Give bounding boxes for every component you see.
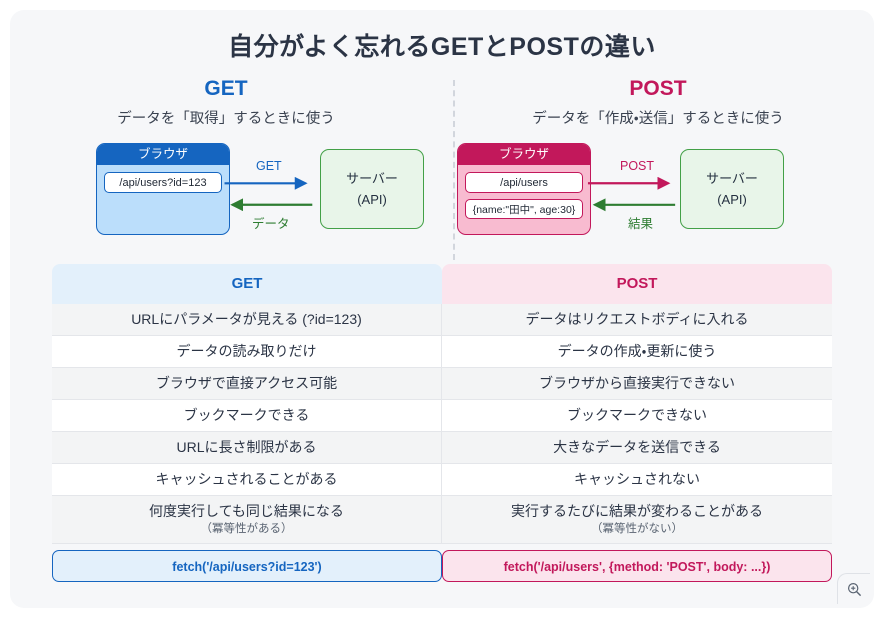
table-body: URLにパラメータが見える (?id=123)データはリクエストボディに入れるデ… [52,304,832,544]
get-server-box: サーバー (API) [320,149,424,229]
get-code-example: fetch('/api/users?id=123') [52,550,442,582]
get-url-field: /api/users?id=123 [104,172,222,193]
post-server-box: サーバー (API) [680,149,784,229]
table-cell-get: URLに長さ制限がある [52,432,442,463]
comparison-table: GET POST URLにパラメータが見える (?id=123) データはリクエス… [52,264,832,582]
cell-text: URLに長さ制限がある [176,439,317,455]
column-divider [453,80,455,260]
table-cell-post: ブックマークできない [442,400,832,431]
post-request-body-field: {name:"田中", age:30} [465,199,583,219]
diagram-panel: 自分がよく忘れるGETとPOSTの違い GET データを「取得」するときに使う … [10,10,874,608]
table-cell-post: データの作成・更新に使う [442,336,832,367]
table-cell-post: 実行するたびに結果が変わることがある （冪等性がない） [442,496,832,543]
cell-text: 実行するたびに結果が変わることがある [511,503,763,519]
page-title: 自分がよく忘れるGETとPOSTの違い [228,33,656,61]
post-request-label: POST [620,159,655,173]
cell-text: キャッシュされない [574,471,700,487]
cell-text: ブラウザから直接実行できない [539,375,735,391]
cell-text: キャッシュされることがある [155,471,338,487]
post-heading: POST [629,77,687,100]
cell-text: ブックマークできる [183,407,310,423]
table-header-get: GET [52,264,442,304]
zoom-in-button[interactable] [837,573,870,604]
cell-text: ブラウザで直接アクセス可能 [155,375,338,391]
table-cell-get: ブックマークできる [52,400,442,431]
get-arrows [224,176,313,212]
post-arrows [587,176,676,212]
post-code-example: fetch('/api/users', {method: 'POST', bod… [442,550,832,582]
post-response-label: 結果 [628,217,654,231]
cell-text: 何度実行しても同じ結果になる [149,503,344,519]
cell-subtext: （冪等性がある） [200,523,293,535]
table-cell-post: 大きなデータを送信できる [442,432,832,463]
post-flow-diagram: ブラウザ /api/users {name:"田中", age:30} サーバー… [442,143,874,247]
table-row: ブラウザで直接アクセス可能 ブラウザから直接実行できない [52,368,832,400]
get-browser-body: /api/users?id=123 [97,165,229,193]
cell-text: データはリクエストボディに入れる [525,311,749,327]
table-cell-post: キャッシュされない [442,464,832,495]
table-cell-get: URLにパラメータが見える (?id=123) [52,304,442,335]
post-browser-box: ブラウザ /api/users {name:"田中", age:30} [457,143,591,235]
post-url-field: /api/users [465,172,583,193]
table-cell-get: キャッシュされることがある [52,464,442,495]
cell-text: データの読み取りだけ [176,343,317,359]
get-subtitle: データを「取得」するときに使う [117,111,335,127]
get-browser-titlebar: ブラウザ [97,144,229,165]
table-row: URLにパラメータが見える (?id=123) データはリクエストボディに入れる [52,304,832,336]
table-cell-get: データの読み取りだけ [52,336,442,367]
table-footer-row: fetch('/api/users?id=123') fetch('/api/u… [52,550,832,582]
cell-text: ブックマークできない [567,407,707,423]
table-header-row: GET POST [52,264,832,304]
magnifier-plus-icon [847,582,861,596]
get-server-sublabel: (API) [357,192,387,207]
cell-text: データの作成・更新に使う [557,343,717,359]
post-server-sublabel: (API) [717,192,747,207]
table-row: URLに長さ制限がある 大きなデータを送信できる [52,432,832,464]
get-browser-box: ブラウザ /api/users?id=123 [96,143,230,235]
table-cell-post: データはリクエストボディに入れる [442,304,832,335]
post-subtitle: データを「作成・送信」するときに使う [532,111,784,127]
post-server-label: サーバー [706,171,758,186]
get-request-label: GET [256,159,282,173]
get-column: GET データを「取得」するときに使う ブラウザ /api/users?id=1… [10,76,442,256]
table-cell-post: ブラウザから直接実行できない [442,368,832,399]
post-column: POST データを「作成・送信」するときに使う ブラウザ /api/users … [442,76,874,256]
table-cell-get: 何度実行しても同じ結果になる （冪等性がある） [52,496,442,543]
post-browser-body: /api/users {name:"田中", age:30} [458,165,590,219]
get-response-label: データ [252,217,290,231]
get-flow-diagram: ブラウザ /api/users?id=123 サーバー (API) [10,143,442,247]
get-server-label: サーバー [346,171,398,186]
table-cell-get: ブラウザで直接アクセス可能 [52,368,442,399]
table-header-post: POST [442,264,832,304]
cell-subtext: （冪等性がない） [591,523,683,535]
post-browser-titlebar: ブラウザ [458,144,590,165]
comparison-columns: GET データを「取得」するときに使う ブラウザ /api/users?id=1… [10,76,874,260]
get-heading: GET [204,77,248,100]
table-row: 何度実行しても同じ結果になる （冪等性がある） 実行するたびに結果が変わることがある… [52,496,832,544]
table-row: キャッシュされることがある キャッシュされない [52,464,832,496]
table-row: ブックマークできる ブックマークできない [52,400,832,432]
cell-text: URLにパラメータが見える (?id=123) [131,311,362,327]
cell-text: 大きなデータを送信できる [553,439,721,455]
table-row: データの読み取りだけ データの作成・更新に使う [52,336,832,368]
